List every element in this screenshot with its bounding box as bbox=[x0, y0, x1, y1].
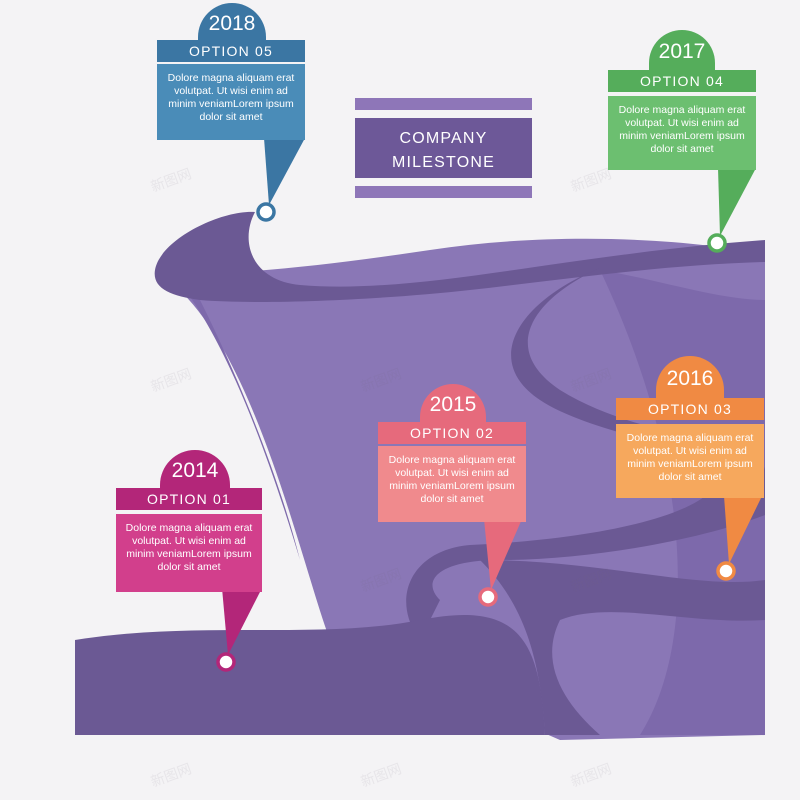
option-description: Dolore magna aliquam erat volutpat. Ut w… bbox=[116, 514, 262, 592]
pointer-tail bbox=[222, 588, 262, 655]
title-line-2: MILESTONE bbox=[392, 154, 495, 171]
option-label: OPTION 05 bbox=[157, 40, 305, 62]
option-description: Dolore magna aliquam erat volutpat. Ut w… bbox=[616, 424, 764, 498]
road-lower bbox=[75, 614, 545, 735]
option-label: OPTION 03 bbox=[616, 398, 764, 420]
pointer-tail bbox=[264, 138, 305, 205]
pointer-tail bbox=[724, 496, 762, 564]
option-description: Dolore magna aliquam erat volutpat. Ut w… bbox=[608, 96, 756, 170]
option-label: OPTION 02 bbox=[378, 422, 526, 444]
road-lower-right bbox=[480, 560, 765, 735]
road-upper bbox=[154, 211, 765, 302]
option-description: Dolore magna aliquam erat volutpat. Ut w… bbox=[378, 446, 526, 522]
title-stripe-top bbox=[355, 98, 532, 110]
location-pin-icon bbox=[216, 652, 236, 672]
location-pin-icon bbox=[478, 587, 498, 607]
pointer-tail bbox=[718, 168, 756, 236]
title-block: COMPANY MILESTONE bbox=[355, 98, 532, 198]
page-title: COMPANY MILESTONE bbox=[355, 118, 532, 178]
pointer-tail bbox=[484, 519, 522, 590]
location-pin-icon bbox=[707, 233, 727, 253]
option-description: Dolore magna aliquam erat volutpat. Ut w… bbox=[157, 64, 305, 140]
location-pin-icon bbox=[716, 561, 736, 581]
title-line-1: COMPANY bbox=[399, 130, 488, 147]
option-label: OPTION 01 bbox=[116, 488, 262, 510]
location-pin-icon bbox=[256, 202, 276, 222]
title-stripe-bottom bbox=[355, 186, 532, 198]
option-label: OPTION 04 bbox=[608, 70, 756, 92]
